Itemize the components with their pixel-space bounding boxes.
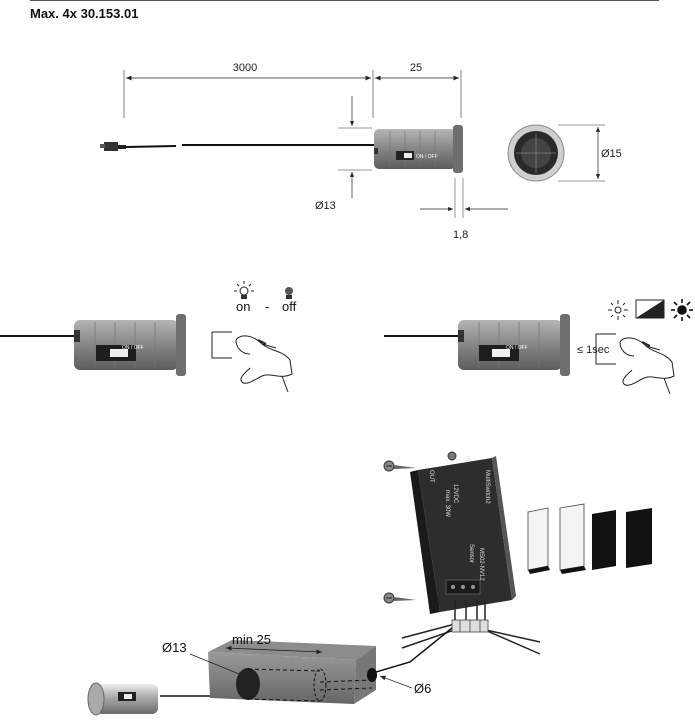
hand-touch-icon <box>211 331 293 393</box>
controller-brand: MultiSwitch2 <box>484 470 490 504</box>
page-title: Max. 4x 30.153.01 <box>30 6 139 21</box>
switch-label: ON / OFF <box>122 345 144 351</box>
cable-length-label: 3000 <box>233 62 257 74</box>
screw-icon <box>383 592 416 604</box>
controller-module: MultiSwitch2 MS02-NV12 IN OUT 12VDC max.… <box>383 451 516 614</box>
controller-input-label: IN <box>464 456 470 462</box>
dimension-drawing: 3000 25 ON / OFF Ø13 <box>100 62 622 241</box>
mode-separator: - <box>265 299 269 314</box>
flange-thickness-label: 1,8 <box>453 229 468 241</box>
dimmer-mode-illustration: ON / OFF ≤ 1sec <box>384 299 693 395</box>
hand-touch-icon <box>619 337 675 395</box>
controller-power: max. 30W <box>444 490 450 517</box>
adhesive-pad-black <box>592 510 616 570</box>
controller-sensor-label: Sensor <box>468 544 474 563</box>
cable-hole-label: Ø6 <box>414 681 431 696</box>
mounting-panel <box>208 640 377 704</box>
controller-voltage: 12VDC <box>452 484 458 504</box>
adhesive-pads <box>527 503 652 574</box>
sensor-length-label: 25 <box>410 62 422 74</box>
dimming-ramp-icon <box>635 299 665 319</box>
chrome-sensor <box>87 682 158 716</box>
controller-output-label: OUT <box>428 470 434 483</box>
mode-off-label: off <box>282 299 297 314</box>
toggle-mode-illustration: ON / OFF on - off <box>0 281 297 393</box>
switch-label: ON / OFF <box>506 345 528 351</box>
hole-diameter-label: Ø13 <box>162 640 187 655</box>
adhesive-pad-black <box>626 508 652 568</box>
front-diameter-label: Ø15 <box>601 148 622 160</box>
header-rule <box>30 0 659 1</box>
brightness-low-icon <box>608 300 628 320</box>
connector-plug <box>100 142 126 151</box>
adhesive-pad-white <box>559 503 586 574</box>
sensor-front-view <box>507 124 565 182</box>
screw-icon <box>383 460 416 472</box>
sensor-cable <box>124 145 177 148</box>
sensor-side-view: ON / OFF <box>374 125 463 173</box>
mode-on-label: on <box>236 299 250 314</box>
controller-model: MS02-NV12 <box>478 548 484 581</box>
lightbulb-on-icon <box>234 281 254 299</box>
min-depth-label: min 25 <box>232 632 271 647</box>
brightness-high-icon <box>671 299 693 321</box>
hold-duration-label: ≤ 1sec <box>577 344 610 356</box>
lightbulb-off-icon <box>285 287 293 299</box>
sensor-diameter-label: Ø13 <box>315 200 336 212</box>
adhesive-pad-white <box>527 507 550 574</box>
controller-cables <box>401 600 541 655</box>
switch-label: ON / OFF <box>416 154 438 160</box>
